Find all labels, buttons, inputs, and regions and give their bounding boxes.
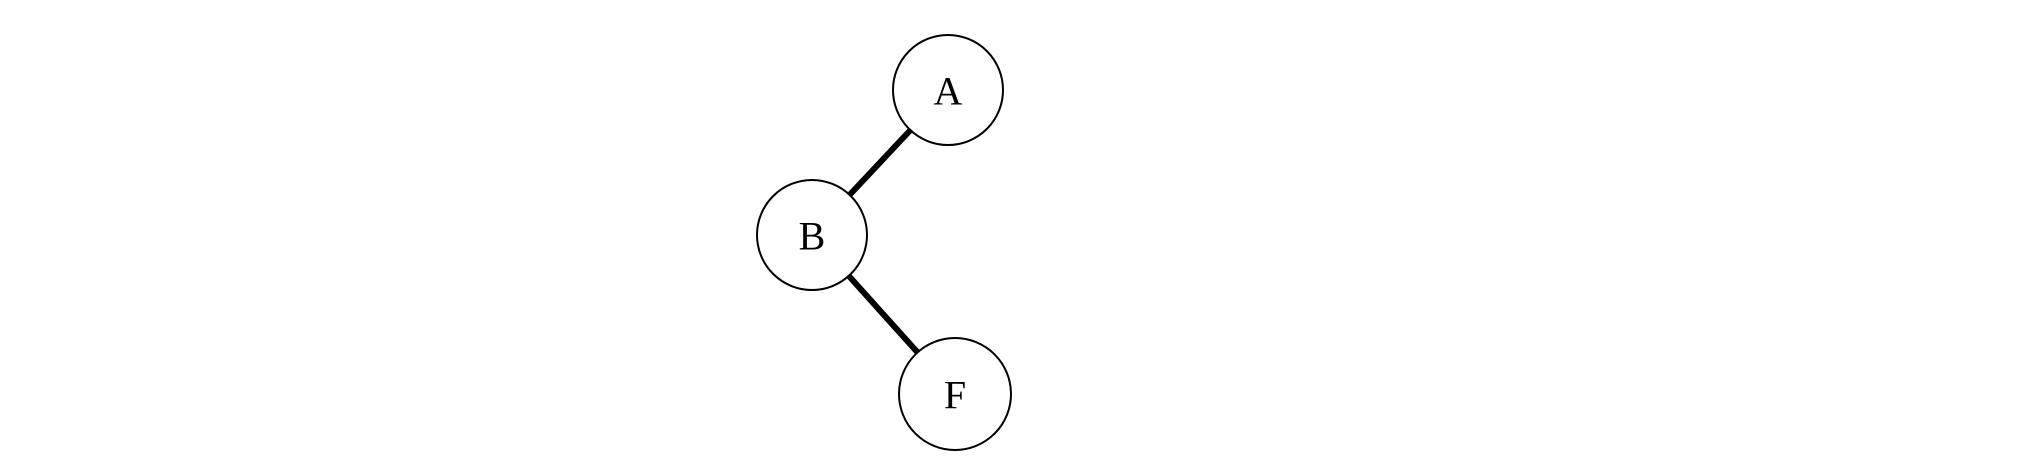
graph-edge-b-a [847,128,913,197]
graph-node-label-a: A [934,69,963,114]
graph-edge-b-f [846,273,920,355]
nodes-layer: A B F [756,34,1012,451]
graph-node-circle-b [756,179,868,291]
graph-node-b[interactable]: B [756,179,868,291]
graph-node-label-f: F [944,373,966,418]
graph-node-f[interactable]: F [898,337,1012,451]
graph-node-circle-a [892,34,1004,146]
graph-node-label-b: B [799,214,826,259]
graph-node-a[interactable]: A [892,34,1004,146]
graph-node-circle-f [898,337,1012,451]
edges-layer [846,128,920,355]
